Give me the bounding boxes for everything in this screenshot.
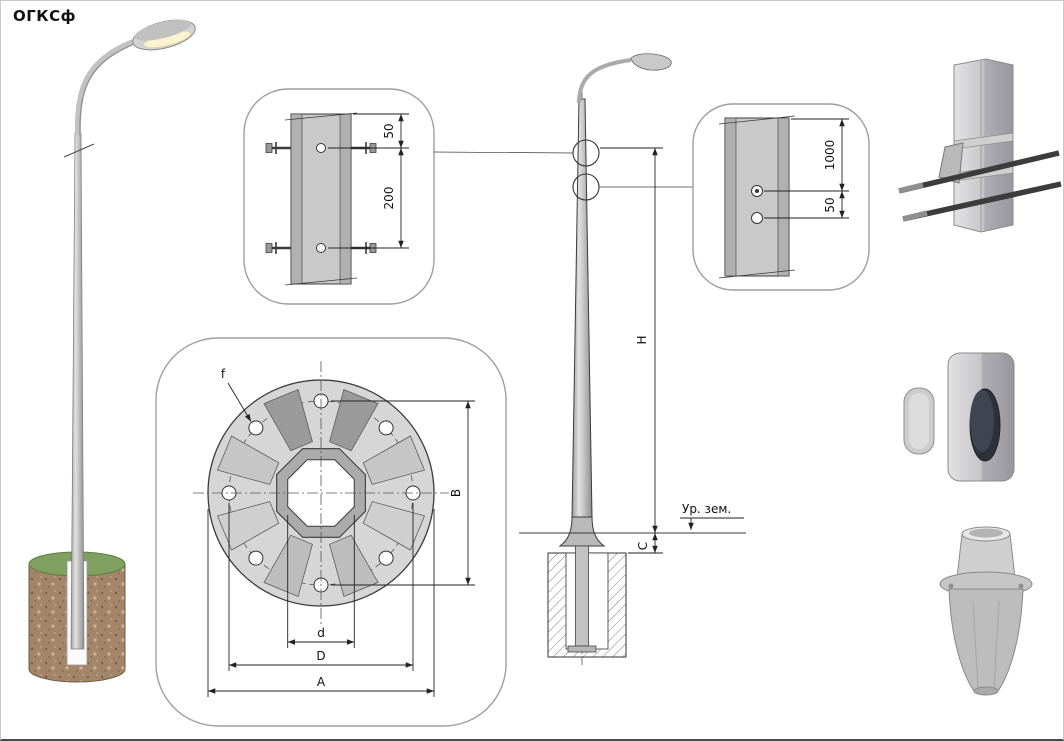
lamp-head-3d (132, 19, 196, 51)
pole-arm-3d-shade (79, 43, 135, 136)
clamp-3d-render (898, 58, 1062, 233)
arm-elevation (577, 58, 632, 104)
hatch-opening-inner (970, 390, 994, 452)
pole-wall-left-edge (290, 113, 303, 285)
dimension-d: d (287, 515, 355, 648)
dim-label-200: 200 (382, 187, 396, 210)
shell-skirt (948, 588, 1024, 692)
pole-wall-left-edge (724, 117, 737, 277)
rod-ferrule (902, 210, 928, 222)
pole-base-flare (558, 516, 606, 547)
dimension-1000: 1000 (764, 118, 849, 192)
dimension-200: 200 (328, 148, 409, 249)
mount-hole (316, 143, 326, 153)
ground-level-label: Ур. зем. (680, 502, 744, 530)
dim-label-H: H (635, 335, 649, 344)
detail-callout-mount: 50 200 (243, 88, 435, 305)
dimension-50b: 50 (764, 191, 849, 219)
dim-label-A: A (317, 675, 326, 689)
dimension-C: C (628, 533, 663, 554)
anchor-rod-upper (898, 150, 1060, 194)
shell-bottom (973, 686, 999, 696)
skirt-facet (993, 600, 1000, 690)
embedded-pole-butt (575, 545, 589, 647)
dim-label-50: 50 (382, 123, 396, 138)
dimension-50: 50 (328, 113, 409, 149)
rod-ferrule (898, 182, 924, 194)
break-mark (718, 269, 796, 279)
pole-arm-3d (74, 39, 135, 136)
dim-label-d: d (317, 626, 325, 640)
flange-plan-callout: f B d D (155, 337, 507, 727)
dimension-D: D (228, 503, 414, 671)
break-mark (284, 277, 358, 286)
svg-text:f: f (221, 367, 226, 381)
hatch-cover-3d-render (903, 352, 1015, 482)
dim-label-1000: 1000 (823, 140, 837, 171)
anchor-rod-lower (902, 181, 1062, 222)
hole-label-f: f (221, 367, 252, 422)
dim-label-B: B (449, 489, 463, 497)
elevation-drawing: Ур. зем. H C (433, 53, 746, 665)
gusset-plates (216, 388, 426, 598)
dim-label-50b: 50 (823, 197, 837, 212)
dim-label-C: C (636, 542, 650, 550)
pole-wall-right-edge (339, 113, 352, 285)
hook-hole-lower (751, 212, 763, 224)
break-mark (284, 112, 358, 121)
svg-text:Ур. зем.: Ур. зем. (682, 502, 731, 516)
pole-bottom-plate (567, 645, 597, 653)
dimension-B: B (331, 400, 475, 586)
hatch-door-face (909, 393, 929, 449)
dimension-A: A (207, 509, 435, 697)
dimension-H: H (600, 147, 663, 533)
mount-hole (316, 243, 326, 253)
pole-shaft-3d (70, 132, 85, 650)
shell-top-opening (969, 528, 1003, 538)
pole-3d-render (28, 19, 196, 683)
clamp-hook (938, 142, 964, 184)
hook-hole-pin (755, 189, 759, 193)
pole-wall-right-edge (777, 117, 790, 277)
base-shell-3d-render (939, 526, 1033, 696)
lamp-head-elevation (630, 53, 672, 71)
page-title: ОГКСф (13, 7, 76, 25)
pole-joint-mark (63, 143, 95, 158)
skirt-facet (972, 600, 979, 690)
detail-callout-hooks: 1000 50 (692, 103, 870, 291)
leader-to-mount-detail (433, 151, 574, 154)
break-mark (718, 115, 796, 125)
dim-label-D: D (316, 649, 325, 663)
pole-shaft-elevation (571, 98, 593, 518)
pole-prism (953, 58, 1014, 233)
